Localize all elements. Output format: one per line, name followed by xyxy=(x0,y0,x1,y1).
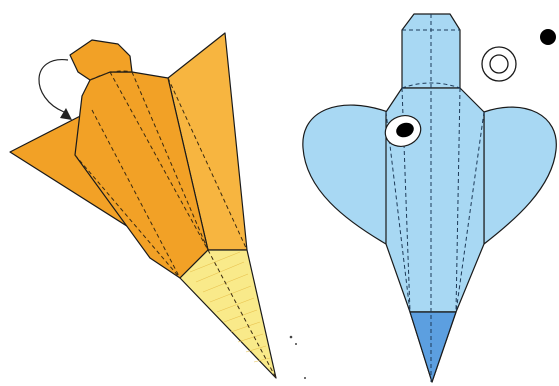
orange-folded-figure xyxy=(10,33,276,378)
blue-right-fin xyxy=(484,107,556,244)
speck-marks xyxy=(290,336,306,379)
curved-fold-arrow xyxy=(39,60,72,120)
blue-tip xyxy=(410,312,456,382)
black-dot-symbol xyxy=(540,29,556,45)
double-circle-symbol xyxy=(482,47,516,81)
blue-folded-figure xyxy=(303,14,556,382)
orange-tail-tip xyxy=(180,250,276,378)
blue-left-fin xyxy=(303,105,388,244)
